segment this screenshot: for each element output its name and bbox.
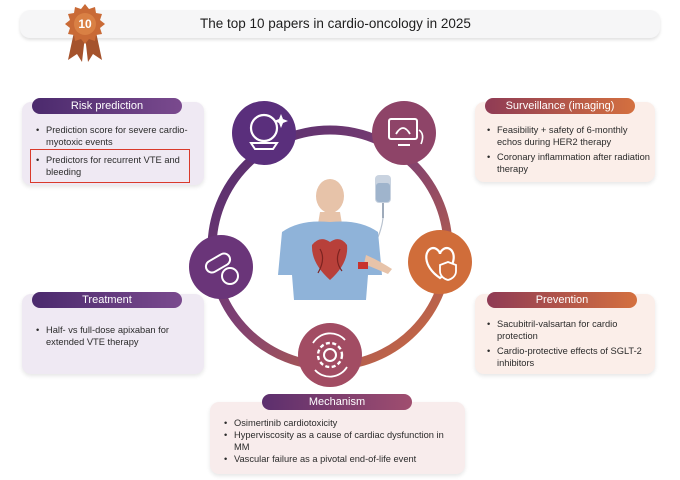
pill-capsule-icon bbox=[189, 235, 253, 299]
page-title: The top 10 papers in cardio-oncology in … bbox=[200, 16, 471, 31]
risk-prediction-box: Prediction score for severe cardio-myoto… bbox=[22, 102, 204, 185]
award-badge-icon bbox=[65, 4, 105, 62]
treatment-title: Treatment bbox=[32, 292, 182, 308]
prevention-title: Prevention bbox=[487, 292, 637, 308]
patient-figure-icon bbox=[278, 179, 392, 300]
prevention-list: Sacubitril-valsartan for cardio protecti… bbox=[487, 318, 650, 372]
surveillance-list: Feasibility + safety of 6-monthly echos … bbox=[487, 124, 650, 178]
mechanism-box: Osimertinib cardiotoxicity Hyperviscosit… bbox=[210, 402, 465, 474]
list-item: Sacubitril-valsartan for cardio protecti… bbox=[487, 318, 650, 342]
list-item: Prediction score for severe cardio-myoto… bbox=[36, 124, 196, 148]
risk-prediction-list: Prediction score for severe cardio-myoto… bbox=[36, 124, 196, 181]
crystal-ball-icon bbox=[232, 101, 296, 165]
risk-prediction-title: Risk prediction bbox=[32, 98, 182, 114]
list-item: Hyperviscosity as a cause of cardiac dys… bbox=[224, 429, 460, 453]
list-item: Feasibility + safety of 6-monthly echos … bbox=[487, 124, 650, 148]
heart-shield-icon bbox=[408, 230, 472, 294]
echo-monitor-icon bbox=[372, 101, 436, 165]
surveillance-box: Feasibility + safety of 6-monthly echos … bbox=[475, 102, 655, 182]
treatment-list: Half- vs full-dose apixaban for extended… bbox=[36, 324, 196, 351]
mechanism-title: Mechanism bbox=[262, 394, 412, 410]
list-item: Osimertinib cardiotoxicity bbox=[224, 417, 460, 429]
gear-cycle-icon bbox=[298, 323, 362, 387]
list-item: Vascular failure as a pivotal end-of-lif… bbox=[224, 453, 460, 465]
title-bar bbox=[20, 10, 660, 38]
list-item: Coronary inflammation after radiation th… bbox=[487, 151, 650, 175]
list-item: Half- vs full-dose apixaban for extended… bbox=[36, 324, 196, 348]
mechanism-list: Osimertinib cardiotoxicity Hyperviscosit… bbox=[224, 417, 460, 465]
iv-bag-icon bbox=[362, 175, 391, 265]
highlight-box bbox=[30, 149, 190, 183]
badge-number: 10 bbox=[78, 17, 92, 31]
list-item: Predictors for recurrent VTE and bleedin… bbox=[36, 154, 196, 178]
surveillance-title: Surveillance (imaging) bbox=[485, 98, 635, 114]
list-item: Cardio-protective effects of SGLT-2 inhi… bbox=[487, 345, 650, 369]
